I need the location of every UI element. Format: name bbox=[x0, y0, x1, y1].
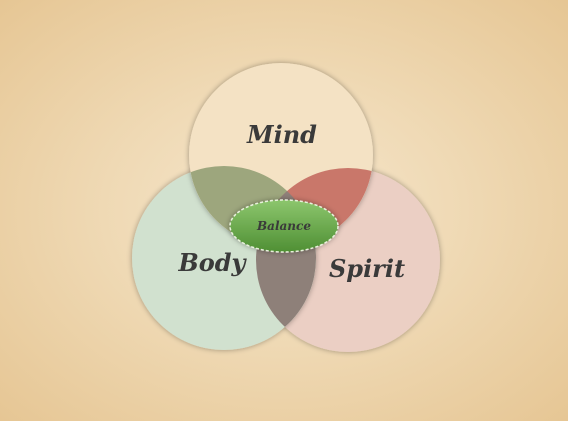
balance-label: Balance bbox=[256, 219, 311, 233]
balance-ellipse bbox=[229, 199, 339, 253]
body-label: Body bbox=[177, 248, 247, 277]
spirit-label: Spirit bbox=[329, 254, 405, 283]
mind-label: Mind bbox=[246, 120, 317, 149]
